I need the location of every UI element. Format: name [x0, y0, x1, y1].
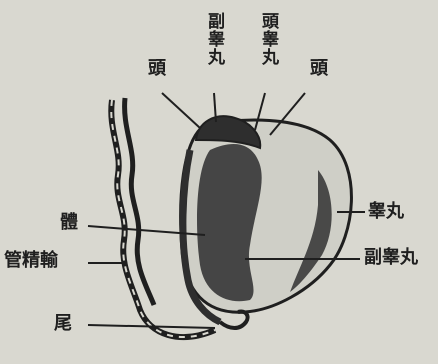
label-head-right: 頭 — [310, 60, 328, 78]
label-vas-deferens: 輸精管 — [4, 252, 58, 270]
label-head-of-testis: 頭睾丸 — [258, 12, 278, 66]
leader-head-left — [162, 93, 200, 128]
epididymis-tail — [220, 312, 248, 328]
label-testis: 睾丸 — [368, 203, 404, 221]
label-body: 體 — [60, 214, 78, 232]
label-epididymis: 副睾丸 — [364, 249, 418, 267]
label-head-of-epididymis: 副睾丸 — [204, 12, 224, 66]
label-head-left: 頭 — [148, 60, 166, 78]
label-tail: 尾 — [54, 315, 72, 333]
